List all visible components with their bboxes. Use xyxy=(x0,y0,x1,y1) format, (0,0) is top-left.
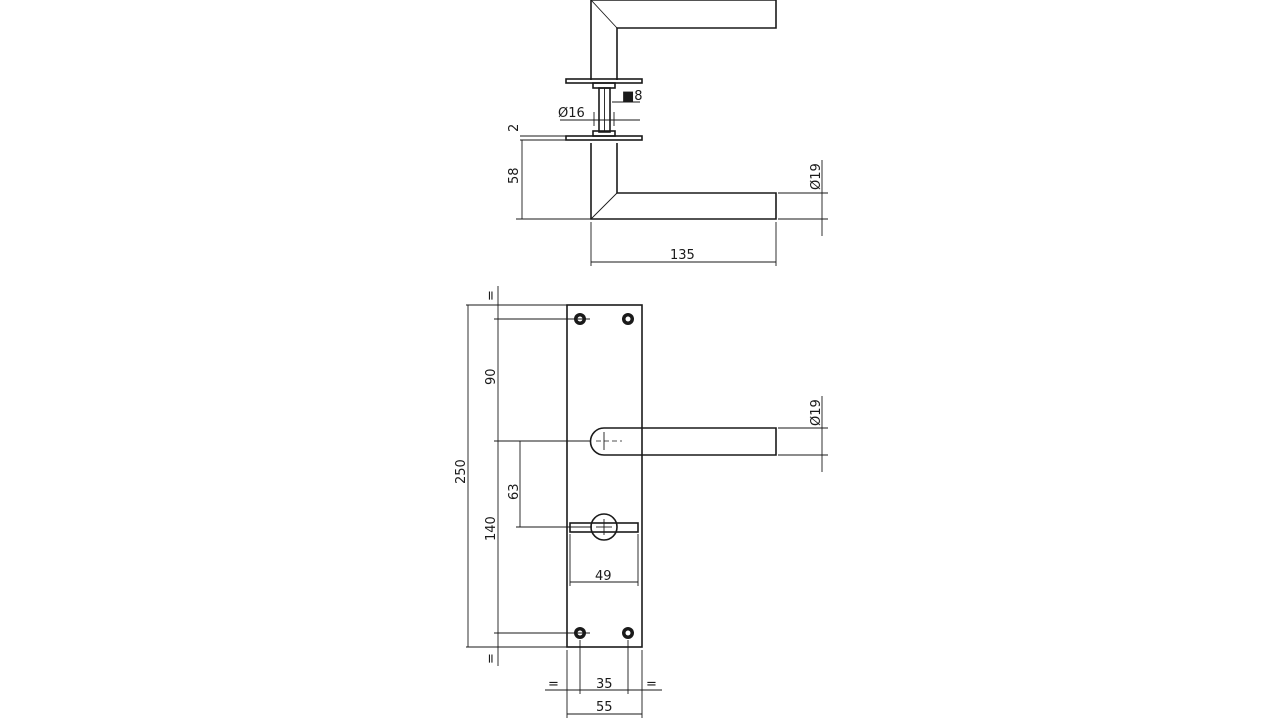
dim-equal-top: = xyxy=(484,290,499,301)
dim-handle-to-cylinder: 63 xyxy=(507,483,522,500)
dim-screw-spacing: 35 xyxy=(596,677,613,692)
screw-top-right xyxy=(622,313,634,325)
dim-handle-length: 135 xyxy=(670,248,695,263)
dim-front-handle-diameter: Ø19 xyxy=(809,399,824,426)
dim-screw-to-handle: 90 xyxy=(484,368,499,385)
dim-plate-height: 250 xyxy=(454,459,469,484)
dim-equal-right: = xyxy=(646,677,657,692)
dim-handle-diameter: Ø19 xyxy=(809,163,824,190)
dim-rose-diameter: Ø16 xyxy=(558,106,585,121)
lower-lever-miter xyxy=(590,192,618,220)
dim-equal-left: = xyxy=(548,677,559,692)
dim-equal-bottom: = xyxy=(484,653,499,664)
dim-plate-width: 55 xyxy=(596,700,613,715)
screw-bottom-right xyxy=(622,627,634,639)
front-lever xyxy=(589,427,777,456)
upper-lever-outline xyxy=(590,0,777,80)
dim-rose-thickness: 2 xyxy=(507,124,522,132)
dim-screw-to-screw: 140 xyxy=(484,516,499,541)
lower-lever-outline xyxy=(590,143,777,220)
dim-turn-width: 49 xyxy=(595,569,612,584)
upper-lever-miter xyxy=(590,0,618,29)
dim-square-spindle: ■8 xyxy=(622,89,643,104)
dim-handle-height: 58 xyxy=(507,167,522,184)
backplate xyxy=(566,304,643,648)
lower-rose xyxy=(565,135,643,141)
top-view: ■8 Ø16 2 58 Ø19 135 xyxy=(507,0,828,266)
front-view: 250 = 90 140 = 63 Ø19 49 = 35 = xyxy=(454,286,828,718)
